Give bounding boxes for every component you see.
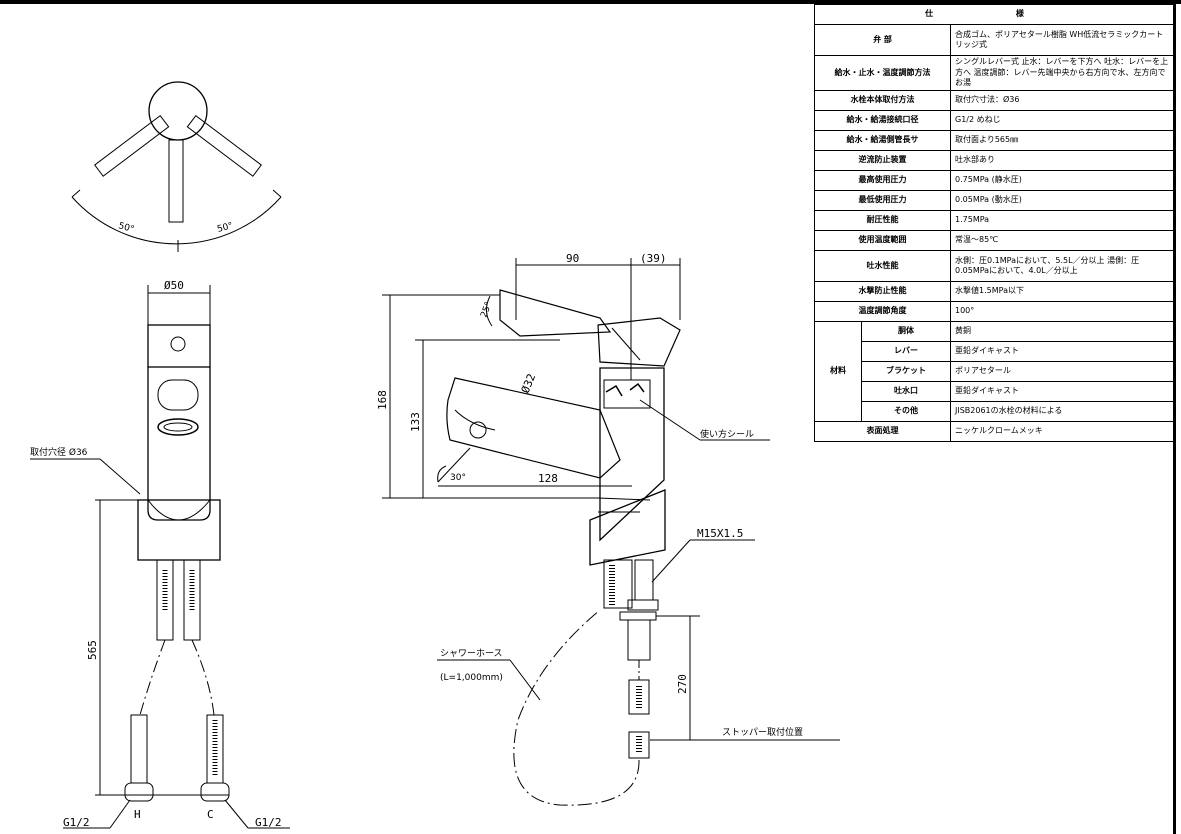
dim-128-label: 128: [538, 472, 558, 485]
usage-seal-label: 使い方シール: [700, 428, 754, 440]
thread-left-label: G1/2: [63, 816, 90, 829]
top-border: [0, 0, 1181, 4]
material-part: レバー: [861, 341, 951, 362]
spec-label: 給水・給湯側管長サ: [814, 130, 951, 151]
material-row: その他 JISB2061の水栓の材料による: [815, 401, 1175, 422]
spec-label: 温度調節角度: [814, 301, 951, 322]
spec-value: 0.05MPa (動水圧): [950, 190, 1175, 211]
spec-row: 水撃防止性能 水撃値1.5MPa以下: [814, 281, 1175, 302]
side-view: [382, 258, 840, 806]
spec-row: 給水・給湯側管長サ 取付面より565㎜: [814, 130, 1175, 151]
dim-133-label: 133: [409, 412, 422, 432]
angle-right-label: 50°: [216, 221, 234, 235]
material-part: ブラケット: [861, 361, 951, 382]
spec-value: 取付面より565㎜: [950, 130, 1175, 151]
spec-row: 給水・止水・温度調節方法 シングルレバー式 止水：レバーを下方へ 吐水：レバーを…: [814, 55, 1175, 91]
material-row: レバー 亜鉛ダイキャスト: [815, 341, 1175, 362]
shower-hose-label: シャワーホース: [440, 648, 503, 659]
angle-left-label: 50°: [117, 221, 135, 235]
mount-hole-label: 取付穴径 Ø36: [30, 446, 88, 458]
spec-value: シングルレバー式 止水：レバーを下方へ 吐水：レバーを上方へ 温度調節：レバー先…: [950, 55, 1175, 91]
material-row: ブラケット ポリアセタール: [815, 361, 1175, 382]
spec-label: 弁 部: [814, 24, 951, 56]
material-label: 材料: [814, 321, 862, 422]
spec-row: 温度調節角度 100°: [814, 301, 1175, 322]
spec-row: 吐水性能 水側：圧0.1MPaにおいて、5.5L／分以上 湯側：圧0.05MPa…: [814, 250, 1175, 282]
material-value: 亜鉛ダイキャスト: [950, 341, 1175, 362]
spec-title: 仕 様: [814, 4, 1175, 25]
length-565-label: 565: [86, 640, 99, 660]
spec-label: 逆流防止装置: [814, 150, 951, 171]
spec-row: 給水・給湯接続口径 G1/2 めねじ: [814, 110, 1175, 131]
angle-30-label: 30°: [450, 473, 466, 483]
finish-value: ニッケルクロームメッキ: [950, 421, 1175, 442]
spec-value: 0.75MPa (静水圧): [950, 170, 1175, 191]
spec-value: 常温～85℃: [950, 230, 1175, 251]
right-border: [1173, 0, 1176, 834]
material-value: 黄銅: [950, 321, 1175, 342]
spec-row: 最高使用圧力 0.75MPa (静水圧): [814, 170, 1175, 191]
hose-length-label: (L=1,000mm): [440, 673, 503, 683]
spec-label: 給水・給湯接続口径: [814, 110, 951, 131]
spec-label: 最低使用圧力: [814, 190, 951, 211]
cold-label: C: [207, 808, 214, 821]
dim-39-label: (39): [640, 252, 667, 265]
spec-row: 最低使用圧力 0.05MPa (動水圧): [814, 190, 1175, 211]
spec-value: 吐水部あり: [950, 150, 1175, 171]
material-part: その他: [861, 401, 951, 422]
material-row: 材料 胴体 黄銅: [814, 321, 1175, 422]
spec-value: 1.75MPa: [950, 210, 1175, 231]
front-view: [30, 285, 290, 829]
stopper-position-label: ストッパー取付位置: [722, 726, 803, 738]
material-row: 吐水口 亜鉛ダイキャスト: [815, 381, 1175, 402]
spec-row: 逆流防止装置 吐水部あり: [814, 150, 1175, 171]
spec-table: 仕 様 弁 部 合成ゴム、ポリアセタール樹脂 WH低流セラミックカートリッジ式 …: [814, 4, 1175, 442]
thread-right-label: G1/2: [255, 816, 282, 829]
diameter-50-label: Ø50: [164, 279, 184, 292]
spec-value: 100°: [950, 301, 1175, 322]
spec-label: 吐水性能: [814, 250, 951, 282]
spec-label: 使用温度範囲: [814, 230, 951, 251]
material-part: 胴体: [861, 321, 951, 342]
dia-32-label: Ø32: [519, 372, 538, 395]
dim-90-label: 90: [566, 252, 579, 265]
spec-row: 弁 部 合成ゴム、ポリアセタール樹脂 WH低流セラミックカートリッジ式: [814, 24, 1175, 56]
spec-label: 水栓本体取付方法: [814, 90, 951, 111]
spec-value: 水撃値1.5MPa以下: [950, 281, 1175, 302]
angle-25-label: 25°: [479, 301, 494, 319]
finish-label: 表面処理: [814, 421, 951, 442]
spec-label: 耐圧性能: [814, 210, 951, 231]
spec-row: 耐圧性能 1.75MPa: [814, 210, 1175, 231]
dim-270-label: 270: [676, 674, 689, 694]
material-value: JISB2061の水栓の材料による: [950, 401, 1175, 422]
material-value: ポリアセタール: [950, 361, 1175, 382]
spec-value: 取付穴寸法：Ø36: [950, 90, 1175, 111]
spec-label: 最高使用圧力: [814, 170, 951, 191]
material-part: 吐水口: [861, 381, 951, 402]
hot-label: H: [134, 808, 141, 821]
spec-row: 水栓本体取付方法 取付穴寸法：Ø36: [814, 90, 1175, 111]
spec-value: 合成ゴム、ポリアセタール樹脂 WH低流セラミックカートリッジ式: [950, 24, 1175, 56]
thread-m15-label: M15X1.5: [697, 527, 743, 540]
spec-row: 表面処理 ニッケルクロームメッキ: [814, 421, 1175, 442]
spec-label: 水撃防止性能: [814, 281, 951, 302]
material-value: 亜鉛ダイキャスト: [950, 381, 1175, 402]
spec-value: G1/2 めねじ: [950, 110, 1175, 131]
dim-168-label: 168: [376, 390, 389, 410]
top-view: [71, 81, 282, 252]
spec-value: 水側：圧0.1MPaにおいて、5.5L／分以上 湯側：圧0.05MPaにおいて、…: [950, 250, 1175, 282]
spec-row: 使用温度範囲 常温～85℃: [814, 230, 1175, 251]
spec-label: 給水・止水・温度調節方法: [814, 55, 951, 91]
